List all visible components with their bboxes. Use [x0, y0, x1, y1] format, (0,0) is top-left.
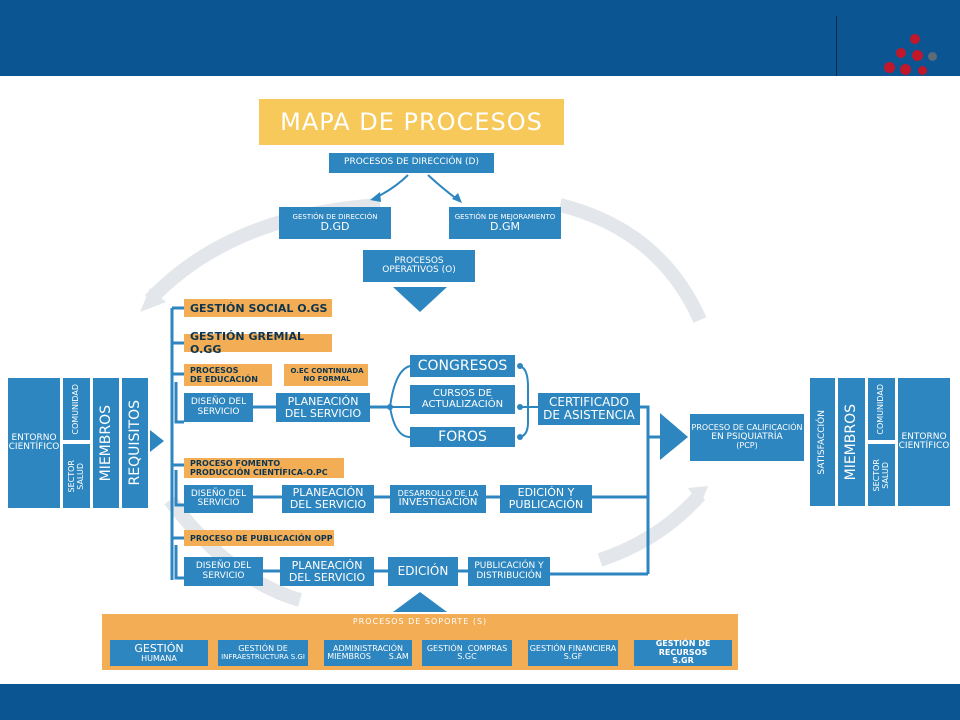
diseno-servicio-fomento: DISEÑO DEL SERVICIO [184, 485, 253, 513]
gestion-social-label: GESTIÓN SOCIAL O.GS [184, 299, 332, 317]
footer-bar [0, 684, 960, 720]
sector-salud-left: SECTOR SALUD [63, 444, 90, 508]
cursos-actualizacion-box: CURSOS DE ACTUALIZACIÓN [410, 385, 515, 414]
diseno-servicio-publicacion: DISEÑO DEL SERVICIO [184, 557, 263, 586]
direction-header: PROCESOS DE DIRECCIÓN (D) [329, 153, 494, 173]
sector-salud-right: SECTOR SALUD [868, 444, 895, 506]
calificacion-psiquiatria-box: PROCESO DE CALIFICACIÓN EN PSIQUIATRÍA (… [690, 414, 804, 461]
educacion-continuada-label: O.EC CONTINUADA NO FORMAL [284, 364, 368, 386]
miembros-right: MIEMBROS [838, 378, 865, 506]
gestion-humana-box: GESTIÓN HUMANA [110, 640, 208, 666]
entorno-cientifico-right: ENTORNO CIENTÍFICO [898, 378, 950, 506]
publicacion-distribucion-box: PUBLICACIÓN Y DISTRIBUCIÓN [468, 557, 550, 586]
header-bar [0, 0, 960, 76]
gestion-financiera-box: GESTIÓN FINANCIERA S.GF [528, 640, 618, 666]
gestion-compras-box: GESTIÓN COMPRAS S.GC [422, 640, 512, 666]
gestion-gremial-label: GESTIÓN GREMIAL O.GG [184, 330, 332, 356]
planeacion-servicio-publicacion: PLANEACIÓN DEL SERVICIO [280, 557, 374, 586]
gestion-recursos-box: GESTIÓN DE RECURSOS S.GR [634, 640, 732, 666]
fomento-produccion-label: PROCESO FOMENTO PRODUCCIÓN CIENTÍFICA-O.… [184, 458, 344, 478]
edicion-box: EDICIÓN [388, 557, 458, 586]
foros-box: FOROS [410, 427, 515, 447]
comunidad-right: COMUNIDAD [868, 378, 895, 440]
soporte-panel [102, 614, 738, 670]
header-divider [836, 16, 837, 76]
congresos-box: CONGRESOS [410, 355, 515, 377]
diseno-servicio-educacion: DISEÑO DEL SERVICIO [184, 393, 253, 422]
gestion-infraestructura-box: GESTIÓN DE INFRAESTRUCTURA S.GI [218, 640, 308, 666]
procesos-educacion-label: PROCESOS DE EDUCACIÓN [184, 364, 272, 386]
edicion-publicacion-box: EDICIÓN Y PUBLICACIÓN [500, 485, 592, 513]
certificado-asistencia-box: CERTIFICADO DE ASISTENCIA [538, 393, 640, 425]
desarrollo-investigacion-box: DESARROLLO DE LA INVESTIGACIÓN [390, 485, 486, 513]
soporte-header: PROCESOS DE SOPORTE (S) [352, 617, 488, 626]
gestion-direccion-box: GESTIÓN DE DIRECCIÓN D.GD [279, 207, 391, 239]
miembros-left: MIEMBROS [93, 378, 119, 508]
entorno-cientifico-left: ENTORNO CIENTÍFICO [8, 378, 60, 508]
gestion-mejoramiento-box: GESTIÓN DE MEJORAMIENTO D.GM [449, 207, 561, 239]
planeacion-servicio-educacion: PLANEACIÓN DEL SERVICIO [276, 393, 370, 422]
requisitos-left: REQUISITOS [122, 378, 148, 508]
administracion-miembros-box: ADMINISTRACIÓN MIEMBROS S.AM [324, 640, 412, 666]
page-title-box: MAPA DE PROCESOS [259, 99, 564, 145]
satisfaccion-right: SATISFACCIÓN [810, 378, 835, 506]
comunidad-left: COMUNIDAD [63, 378, 90, 440]
planeacion-servicio-fomento: PLANEACIÓN DEL SERVICIO [282, 485, 374, 513]
proceso-publicacion-label: PROCESO DE PUBLICACIÓN OPP [184, 530, 334, 546]
logo-dots-icon [866, 28, 946, 76]
page-title: MAPA DE PROCESOS [280, 108, 543, 136]
procesos-operativos-box: PROCESOS OPERATIVOS (O) [363, 250, 475, 282]
